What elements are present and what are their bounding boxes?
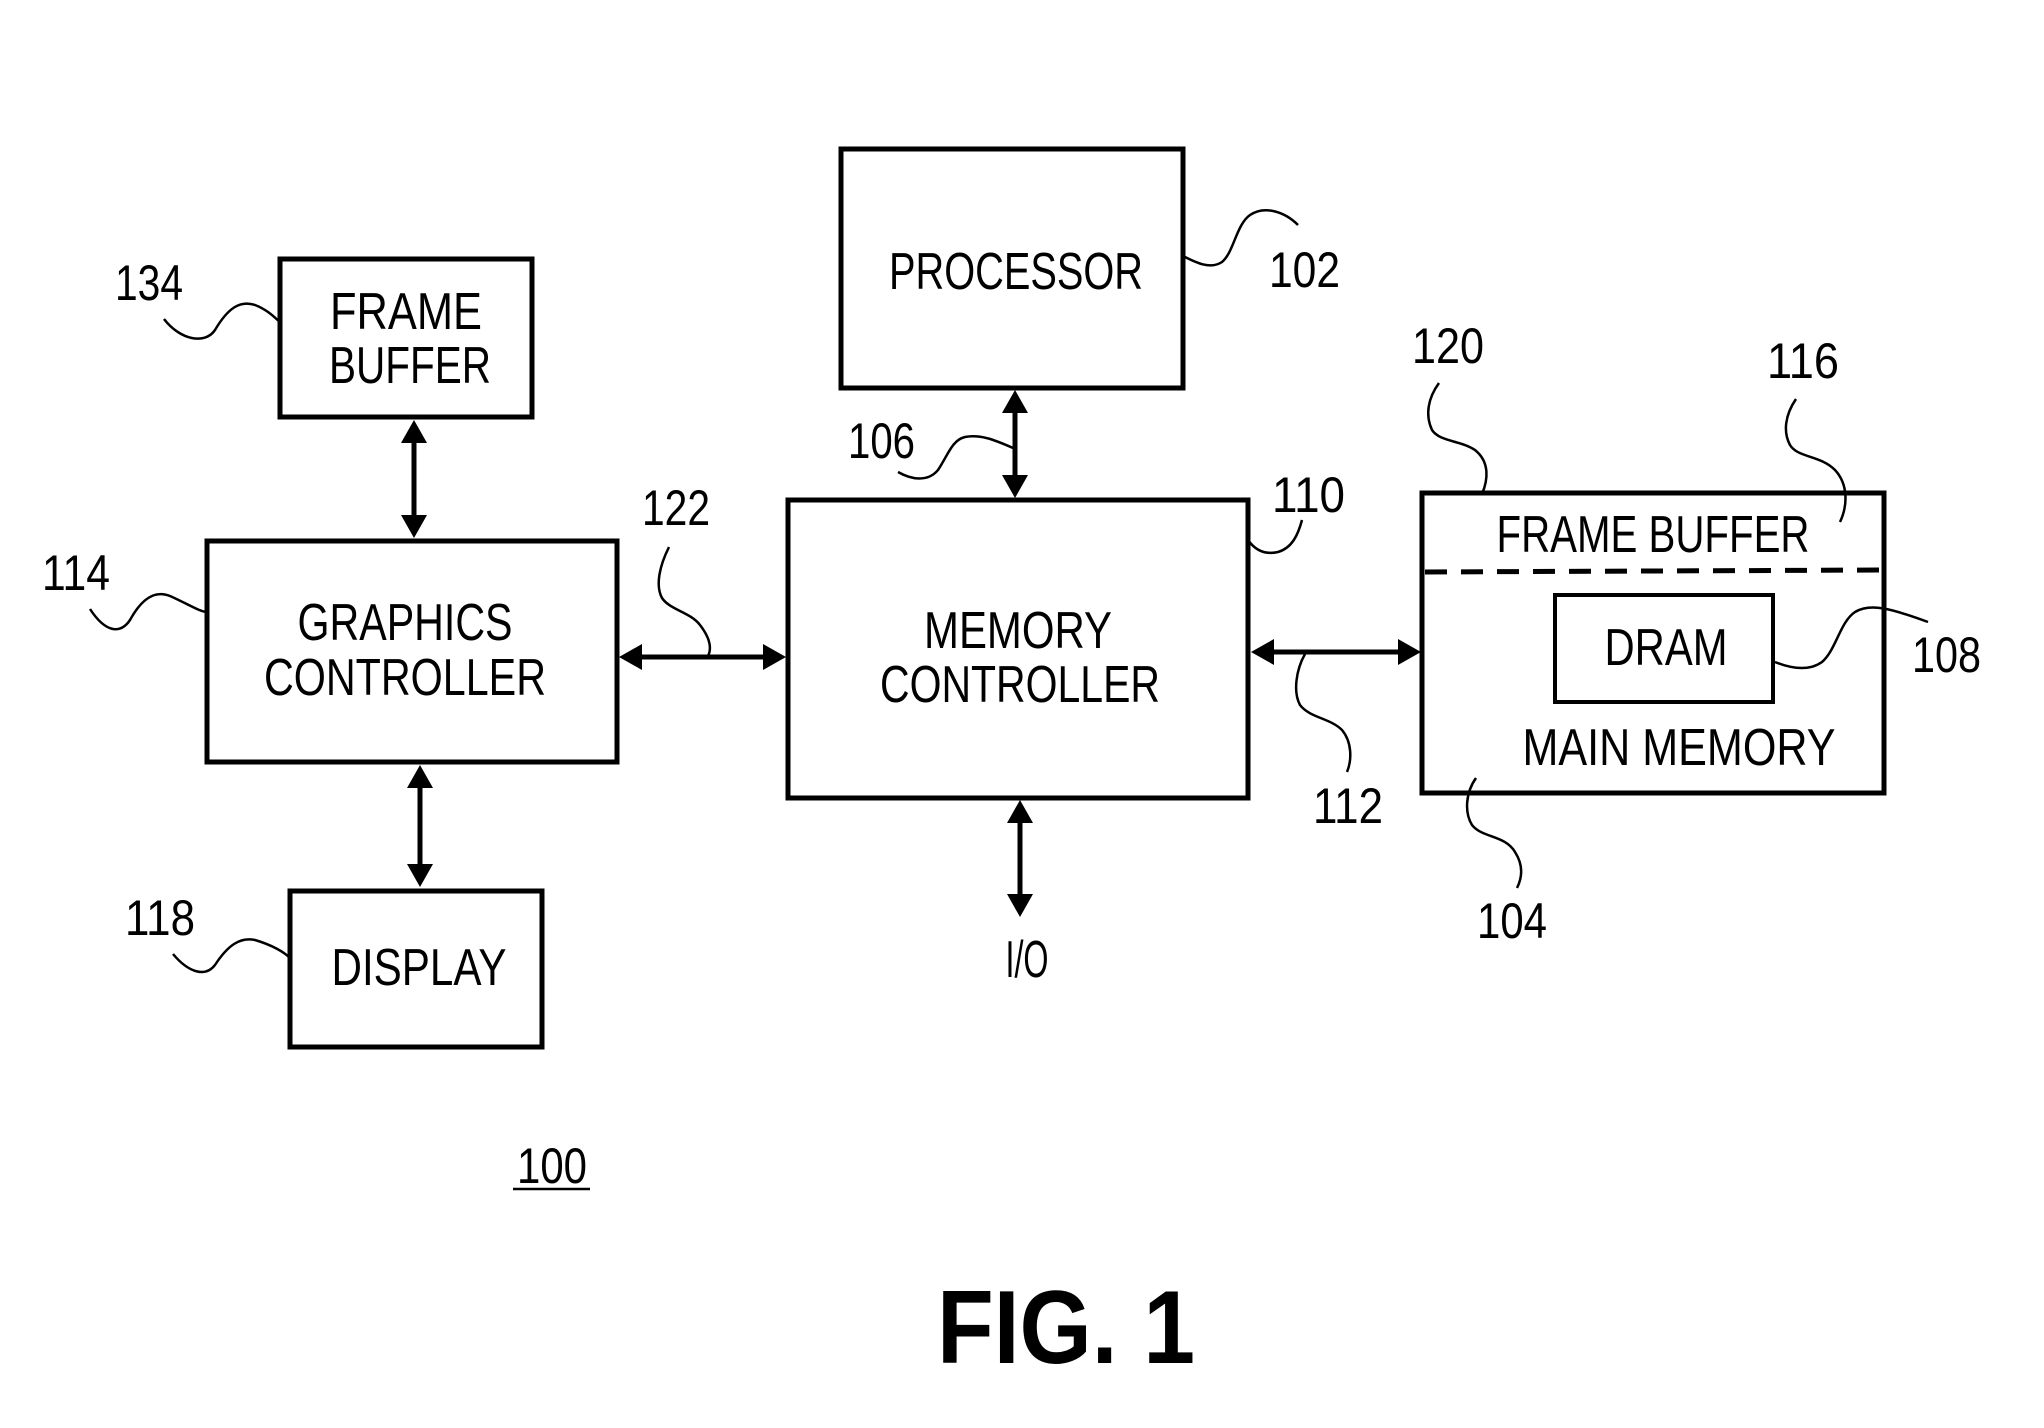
leader-122 xyxy=(659,547,710,656)
ref-134: 134 xyxy=(115,255,183,311)
arrowhead-up xyxy=(1002,390,1028,413)
bus-112 xyxy=(1251,639,1421,665)
ref-102: 102 xyxy=(1269,242,1340,298)
ref-104: 104 xyxy=(1477,893,1547,949)
leader-106 xyxy=(898,436,1013,478)
ref-114: 114 xyxy=(42,545,110,601)
bus-122 xyxy=(619,644,786,670)
bus-framebuffer-graphics xyxy=(401,420,427,538)
memory-controller-label-line1: MEMORY xyxy=(924,602,1112,660)
io-label: I/O xyxy=(1006,931,1049,989)
arrowhead-up xyxy=(401,420,427,443)
ref-120: 120 xyxy=(1412,318,1484,374)
arrowhead-down xyxy=(1002,475,1028,498)
arrowhead-down xyxy=(407,864,433,887)
graphics-controller-label-line1: GRAPHICS xyxy=(298,594,513,652)
leader-110 xyxy=(1248,520,1302,553)
main-memory-label: MAIN MEMORY xyxy=(1523,719,1836,777)
processor-block: PROCESSOR xyxy=(841,149,1183,388)
leader-112 xyxy=(1296,654,1350,772)
memory-controller-block: MEMORY CONTROLLER xyxy=(788,500,1248,798)
arrowhead-down xyxy=(401,515,427,538)
ref-112: 112 xyxy=(1313,778,1383,834)
frame-buffer-region-label: FRAME BUFFER xyxy=(1497,506,1810,564)
leader-120 xyxy=(1428,383,1486,494)
arrowhead-up xyxy=(407,765,433,788)
frame-buffer-134-label-line1: FRAME xyxy=(330,283,482,341)
display-block: DISPLAY xyxy=(290,891,542,1047)
arrowhead-left xyxy=(1251,639,1274,665)
arrowhead-right xyxy=(1398,639,1421,665)
figure-caption: FIG. 1 xyxy=(937,1270,1195,1386)
ref-116: 116 xyxy=(1767,333,1839,389)
ref-122: 122 xyxy=(642,480,710,536)
graphics-controller-block: GRAPHICS CONTROLLER xyxy=(207,541,617,762)
arrowhead-down xyxy=(1007,894,1033,917)
arrowhead-up xyxy=(1007,800,1033,823)
display-label: DISPLAY xyxy=(332,939,507,997)
main-memory-block: FRAME BUFFER DRAM MAIN MEMORY xyxy=(1422,493,1884,793)
bus-graphics-display xyxy=(407,765,433,887)
frame-buffer-134-block: FRAME BUFFER xyxy=(280,259,532,417)
ref-118: 118 xyxy=(125,890,195,946)
arrowhead-left xyxy=(619,644,642,670)
dram-label: DRAM xyxy=(1605,619,1728,677)
graphics-controller-label-line2: CONTROLLER xyxy=(264,649,546,707)
ref-106: 106 xyxy=(848,413,915,469)
arrowhead-right xyxy=(763,644,786,670)
ref-100: 100 xyxy=(517,1138,587,1194)
bus-io xyxy=(1007,800,1033,917)
processor-label: PROCESSOR xyxy=(889,243,1143,301)
ref-110: 110 xyxy=(1272,467,1345,523)
ref-108: 108 xyxy=(1912,627,1981,683)
frame-buffer-134-label-line2: BUFFER xyxy=(329,337,491,395)
memory-controller-label-line2: CONTROLLER xyxy=(880,656,1160,714)
